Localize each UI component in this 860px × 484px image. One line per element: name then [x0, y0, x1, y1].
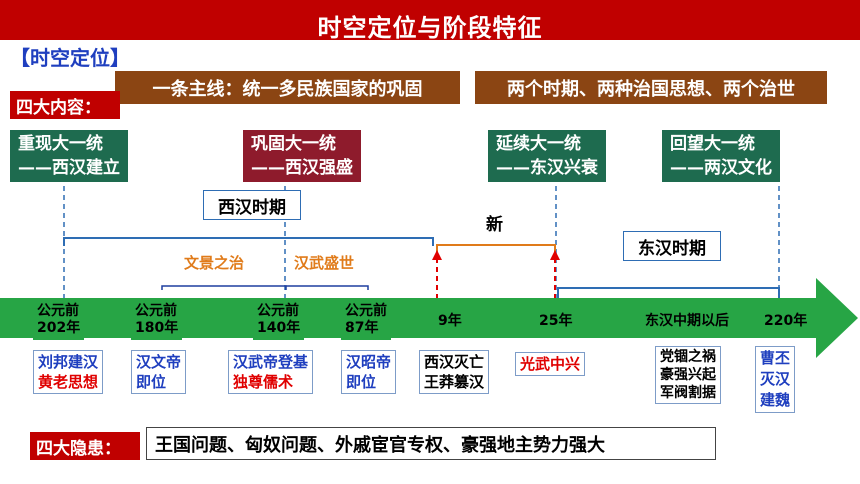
event-caopi-line1: 曹丕 [760, 349, 791, 367]
hanwu-label: 汉武盛世 [294, 254, 355, 272]
event-liubang: 刘邦建汉 黄老思想 [33, 350, 104, 394]
event-caopi-line2: 灭汉 [760, 370, 791, 388]
xin-label: 新 [486, 215, 503, 235]
event-wudi-line1: 汉武帝登基 [233, 353, 309, 371]
content-3-line1: 延续大一统 [496, 134, 581, 154]
event-wendi-line1: 汉文帝 [136, 353, 182, 371]
date-202bc-line2: 202年 [37, 320, 81, 336]
western-han-label: 西汉时期 [203, 190, 301, 220]
content-box-3: 延续大一统 ——东汉兴衰 [488, 130, 606, 182]
event-caopi: 曹丕 灭汉 建魏 [755, 346, 796, 413]
event-liubang-line2: 黄老思想 [38, 373, 99, 391]
event-guangwu-line1: 光武中兴 [520, 355, 581, 373]
red-arrow-9 [432, 250, 442, 260]
red-arrow-25 [550, 250, 560, 260]
section-label: 【时空定位】 [10, 46, 130, 70]
event-zhaodi-line1: 汉昭帝 [346, 353, 392, 371]
date-180bc-line2: 180年 [135, 320, 179, 336]
content-4-line2: ——两汉文化 [670, 158, 772, 178]
event-late-line1: 党锢之祸 [660, 349, 716, 365]
content-box-1: 重现大一统 ——西汉建立 [10, 130, 128, 182]
date-mid-eastern-han: 东汉中期以后 [641, 310, 733, 333]
page-title: 时空定位与阶段特征 [317, 14, 543, 42]
wenjing-bracket [161, 285, 287, 290]
content-3-line2: ——东汉兴衰 [496, 158, 598, 178]
content-1-line1: 重现大一统 [18, 134, 103, 154]
event-caopi-line3: 建魏 [760, 391, 791, 409]
date-180bc: 公元前 180年 [131, 300, 183, 340]
event-late-eastern-han: 党锢之祸 豪强兴起 军阀割据 [655, 346, 721, 404]
date-9ad: 9年 [434, 310, 466, 333]
event-liubang-line1: 刘邦建汉 [38, 353, 99, 371]
date-87bc: 公元前 87年 [341, 300, 391, 340]
date-87bc-line1: 公元前 [345, 303, 387, 319]
event-wangmang: 西汉灭亡 王莽篡汉 [419, 350, 490, 394]
event-late-line3: 军阀割据 [660, 385, 716, 401]
eastern-han-bracket [557, 287, 780, 298]
content-4-line1: 回望大一统 [670, 134, 755, 154]
four-hazards-label: 四大隐患： [30, 432, 140, 460]
four-contents-label: 四大内容： [10, 91, 120, 119]
date-202bc: 公元前 202年 [33, 300, 85, 340]
event-late-line2: 豪强兴起 [660, 367, 716, 383]
date-202bc-line1: 公元前 [37, 303, 79, 319]
date-140bc-line2: 140年 [257, 320, 301, 336]
content-1-line2: ——西汉建立 [18, 158, 120, 178]
date-220ad: 220年 [760, 310, 812, 333]
event-wangmang-line1: 西汉灭亡 [424, 353, 485, 371]
event-wudi: 汉武帝登基 独尊儒术 [228, 350, 314, 394]
date-180bc-line1: 公元前 [135, 303, 177, 319]
header-bar [0, 0, 860, 40]
event-zhaodi: 汉昭帝 即位 [341, 350, 397, 394]
event-guangwu: 光武中兴 [515, 352, 586, 376]
event-wudi-line2: 独尊儒术 [233, 373, 294, 391]
date-87bc-line2: 87年 [345, 320, 379, 336]
two-periods-box: 两个时期、两种治国思想、两个治世 [475, 71, 827, 104]
event-wendi-line2: 即位 [136, 373, 167, 391]
hazards-box: 王国问题、匈奴问题、外戚宦官专权、豪强地主势力强大 [146, 427, 716, 460]
hanwu-bracket [286, 285, 369, 290]
content-box-2: 巩固大一统 ——西汉强盛 [243, 130, 361, 182]
event-wangmang-line2: 王莽篡汉 [424, 373, 485, 391]
content-2-line1: 巩固大一统 [251, 134, 336, 154]
content-2-line2: ——西汉强盛 [251, 158, 353, 178]
timeline-arrow [0, 278, 858, 358]
content-box-4: 回望大一统 ——两汉文化 [662, 130, 780, 182]
western-han-bracket [63, 237, 434, 246]
eastern-han-label: 东汉时期 [623, 231, 721, 261]
date-140bc-line1: 公元前 [257, 303, 299, 319]
event-wendi: 汉文帝 即位 [131, 350, 187, 394]
wenjing-label: 文景之治 [184, 254, 245, 272]
event-zhaodi-line2: 即位 [346, 373, 377, 391]
main-line-box: 一条主线：统一多民族国家的巩固 [115, 71, 460, 104]
date-25ad: 25年 [535, 310, 577, 333]
date-140bc: 公元前 140年 [253, 300, 305, 340]
xin-bracket [436, 244, 556, 252]
